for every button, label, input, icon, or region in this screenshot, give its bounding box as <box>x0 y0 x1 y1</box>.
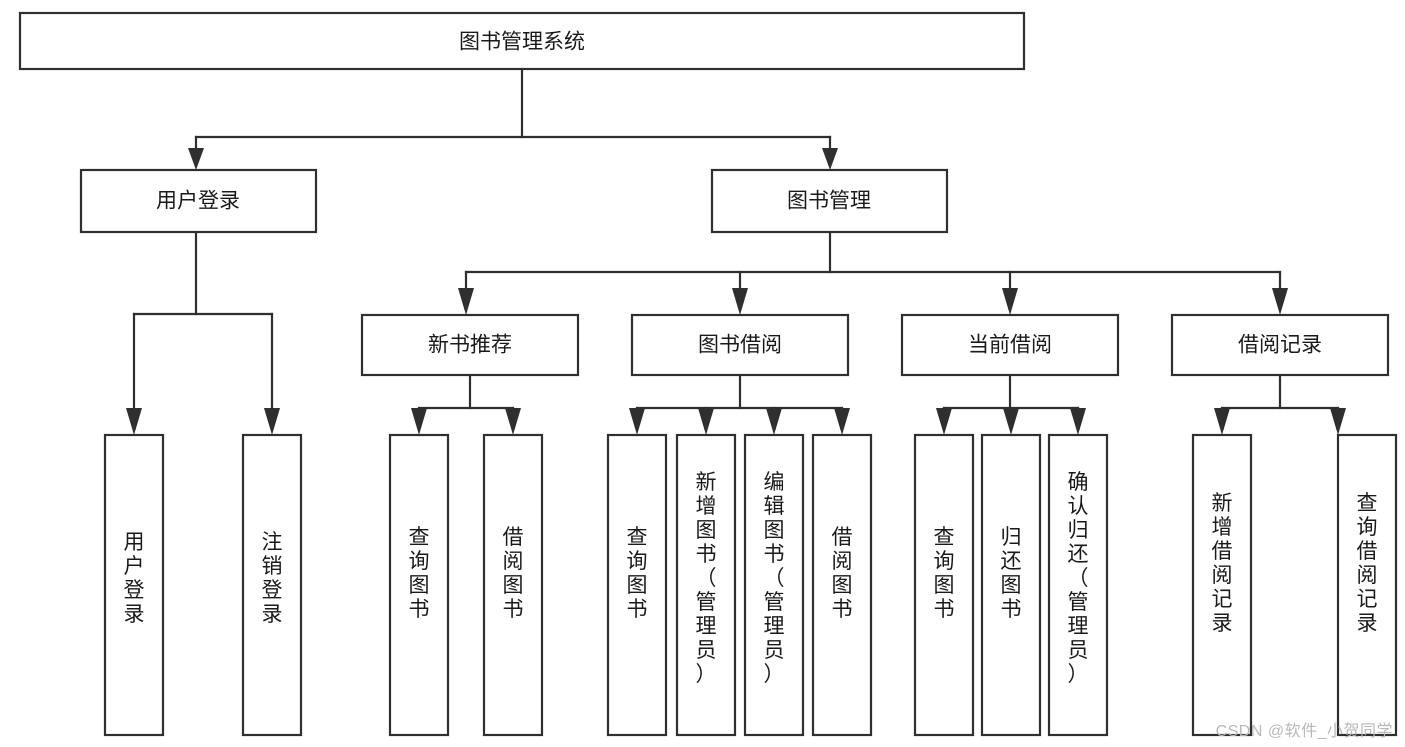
node-leaf-query-book-current-label: 查询图书 <box>934 526 955 621</box>
node-leaf-query-book-current[interactable]: 查询图书 <box>913 433 975 737</box>
node-root[interactable]: 图书管理系统 <box>18 11 1026 71</box>
node-book-management-label: 图书管理 <box>787 190 871 213</box>
node-user-login-box[interactable] <box>79 168 318 234</box>
node-book-borrow[interactable]: 图书借阅 <box>630 313 850 377</box>
node-leaf-query-book-current-box[interactable] <box>913 433 975 737</box>
connector-group-root <box>188 67 838 170</box>
connector-group-book-management <box>458 230 1288 315</box>
node-leaf-edit-book-box[interactable] <box>743 433 805 737</box>
node-leaf-add-book[interactable]: 新增图书（管理员） <box>675 433 737 737</box>
node-leaf-confirm-return[interactable]: 确认归还（管理员） <box>1047 433 1109 737</box>
node-leaf-logout[interactable]: 注销登录 <box>241 433 303 737</box>
arrow-head-leaf-edit-book <box>766 408 782 435</box>
connector-group-borrow-record <box>1214 373 1346 435</box>
node-leaf-logout-label: 注销登录 <box>262 531 283 626</box>
arrow-head-leaf-logout <box>264 408 280 435</box>
arrow-head-current-borrow <box>1002 288 1018 315</box>
connector-group-current-borrow <box>936 373 1086 435</box>
node-leaf-query-borrow-record[interactable]: 查询借阅记录 <box>1336 433 1398 737</box>
node-leaf-borrow-book-recommend-label: 借阅图书 <box>503 526 524 621</box>
arrow-head-leaf-user-login <box>126 408 142 435</box>
node-book-borrow-box[interactable] <box>630 313 850 377</box>
node-leaf-add-book-label: 新增图书（管理员） <box>696 471 717 686</box>
node-leaf-add-borrow-record-box[interactable] <box>1191 433 1253 737</box>
node-book-borrow-label: 图书借阅 <box>698 334 782 357</box>
node-leaf-return-book-box[interactable] <box>980 433 1042 737</box>
node-new-book-recommend-label: 新书推荐 <box>428 334 512 357</box>
node-leaf-add-borrow-record-label: 新增借阅记录 <box>1212 492 1233 635</box>
node-book-management[interactable]: 图书管理 <box>710 168 949 234</box>
node-leaf-borrow-book-label: 借阅图书 <box>832 526 853 621</box>
node-leaf-query-book-recommend-label: 查询图书 <box>409 526 430 621</box>
node-leaf-query-book-borrow-box[interactable] <box>606 433 668 737</box>
node-borrow-record[interactable]: 借阅记录 <box>1170 313 1390 377</box>
node-user-login-label: 用户登录 <box>156 190 240 213</box>
node-leaf-user-login-box[interactable] <box>103 433 165 737</box>
arrow-head-user-login <box>188 148 204 170</box>
arrow-head-new-book-recommend <box>458 288 474 315</box>
arrow-head-leaf-add-borrow-record <box>1214 408 1230 435</box>
connector-group-book-borrow <box>629 373 850 435</box>
node-leaf-query-borrow-record-box[interactable] <box>1336 433 1398 737</box>
node-leaf-edit-book-label: 编辑图书（管理员） <box>764 471 785 686</box>
node-leaf-confirm-return-label: 确认归还（管理员） <box>1068 471 1089 686</box>
connector-group-user-login <box>126 230 280 435</box>
node-leaf-borrow-book[interactable]: 借阅图书 <box>811 433 873 737</box>
node-current-borrow[interactable]: 当前借阅 <box>900 313 1120 377</box>
node-current-borrow-box[interactable] <box>900 313 1120 377</box>
arrow-head-leaf-query-book-borrow <box>629 408 645 435</box>
node-leaf-query-book-borrow[interactable]: 查询图书 <box>606 433 668 737</box>
arrow-head-book-borrow <box>732 288 748 315</box>
arrow-head-leaf-query-book-recommend <box>411 408 427 435</box>
node-borrow-record-box[interactable] <box>1170 313 1390 377</box>
watermark: CSDN @软件_小贺同学 <box>1215 723 1393 740</box>
node-current-borrow-label: 当前借阅 <box>968 334 1052 357</box>
node-borrow-record-label: 借阅记录 <box>1238 334 1322 357</box>
connector-group-new-book-recommend <box>411 373 521 435</box>
arrow-head-leaf-add-book <box>698 408 714 435</box>
node-new-book-recommend[interactable]: 新书推荐 <box>360 313 580 377</box>
arrow-head-borrow-record <box>1272 288 1288 315</box>
node-leaf-return-book-label: 归还图书 <box>1001 526 1022 621</box>
node-leaf-edit-book[interactable]: 编辑图书（管理员） <box>743 433 805 737</box>
node-leaf-return-book[interactable]: 归还图书 <box>980 433 1042 737</box>
node-user-login[interactable]: 用户登录 <box>79 168 318 234</box>
node-root-box[interactable] <box>18 11 1026 71</box>
node-leaf-logout-box[interactable] <box>241 433 303 737</box>
node-root-label: 图书管理系统 <box>459 31 585 54</box>
node-leaf-borrow-book-recommend-box[interactable] <box>482 433 544 737</box>
node-book-management-box[interactable] <box>710 168 949 234</box>
arrow-head-leaf-confirm-return <box>1070 408 1086 435</box>
arrow-head-leaf-query-book-current <box>936 408 952 435</box>
node-leaf-user-login-label: 用户登录 <box>124 531 145 626</box>
node-leaf-add-book-box[interactable] <box>675 433 737 737</box>
node-leaf-query-book-recommend[interactable]: 查询图书 <box>388 433 450 737</box>
node-leaf-borrow-book-recommend[interactable]: 借阅图书 <box>482 433 544 737</box>
arrow-head-book-management <box>822 148 838 170</box>
node-leaf-add-borrow-record[interactable]: 新增借阅记录 <box>1191 433 1253 737</box>
arrow-head-leaf-return-book <box>1003 408 1019 435</box>
arrow-head-leaf-borrow-book-recommend <box>505 408 521 435</box>
node-leaf-query-borrow-record-label: 查询借阅记录 <box>1357 492 1378 635</box>
node-leaf-user-login[interactable]: 用户登录 <box>103 433 165 737</box>
arrow-head-leaf-query-borrow-record <box>1330 408 1346 435</box>
node-new-book-recommend-box[interactable] <box>360 313 580 377</box>
node-leaf-query-book-recommend-box[interactable] <box>388 433 450 737</box>
arrow-head-leaf-borrow-book <box>834 408 850 435</box>
node-leaf-borrow-book-box[interactable] <box>811 433 873 737</box>
node-leaf-confirm-return-box[interactable] <box>1047 433 1109 737</box>
node-leaf-query-book-borrow-label: 查询图书 <box>627 526 648 621</box>
